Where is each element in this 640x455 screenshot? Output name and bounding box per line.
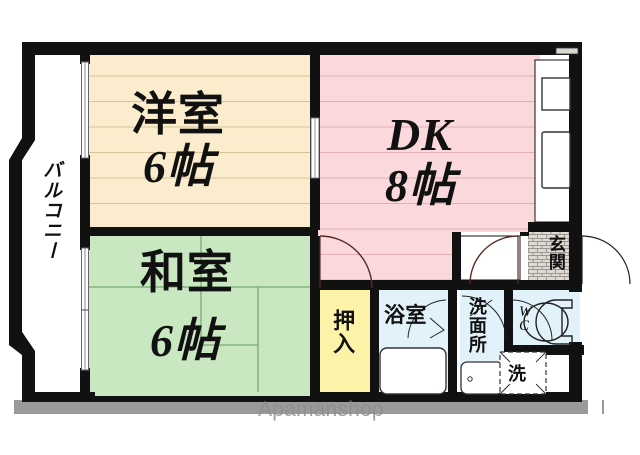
room-label-entrance: 玄関 (545, 235, 565, 272)
toilet-label-c: C (519, 318, 530, 335)
room-fill-japanese (88, 235, 316, 400)
room-fill-dk-kitchen-strip (318, 55, 540, 61)
room-label-washer: 洗 (508, 364, 527, 384)
plan-shadow (14, 48, 604, 414)
room-label-toilet: W C (519, 304, 532, 335)
room-label-japanese-room: 和室 (140, 247, 234, 298)
toilet-label-w: W (519, 304, 532, 320)
windows (95, 47, 579, 396)
room-label-bathroom: 浴室 (384, 303, 427, 327)
toilet-bowl (523, 299, 573, 345)
vanity-sink (460, 361, 504, 395)
bathtub (379, 347, 447, 395)
room-size-dining-kitchen: 8帖 (385, 160, 456, 211)
room-size-western-room: 6帖 (143, 141, 214, 192)
room-fill-closet (320, 290, 372, 400)
watermark: Apamanshop (258, 398, 384, 421)
room-label-balcony: バルコニー (39, 160, 61, 261)
wall-outlines (459, 59, 578, 281)
door-swings[interactable] (319, 235, 631, 341)
room-label-closet: 押入 (330, 309, 356, 356)
room-label-western-room: 洋室 (131, 89, 225, 140)
label-leaders (429, 299, 493, 339)
room-size-japanese-room: 6帖 (150, 315, 221, 366)
room-label-dining-kitchen: DK (387, 109, 453, 160)
room-partition-doors[interactable] (230, 44, 320, 179)
kitchen-sink (541, 77, 571, 111)
balcony-sliding-doors[interactable] (81, 61, 89, 371)
room-fill-western (88, 55, 316, 227)
washer-pan (499, 351, 547, 395)
room-label-washroom: 洗面所 (466, 297, 487, 355)
tatami-mats (88, 235, 316, 400)
walls (9, 42, 584, 402)
kitchen-stove (541, 131, 571, 189)
